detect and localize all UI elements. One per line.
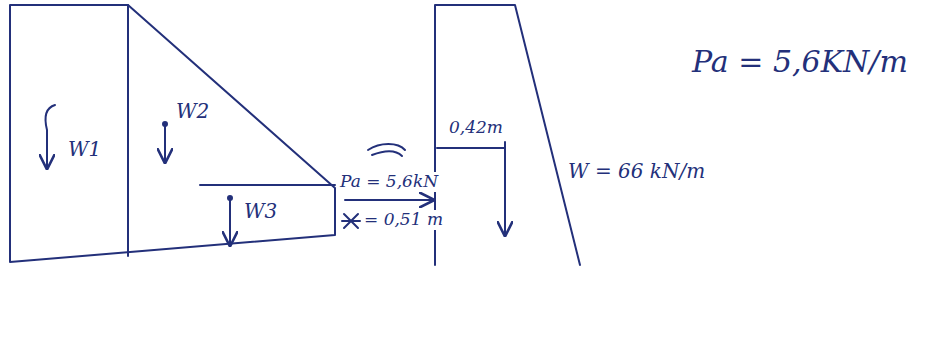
dimension-line <box>437 142 505 152</box>
dimension-label: W2 <box>174 100 211 123</box>
resultant-arrow <box>345 199 433 201</box>
dimension-label: W1 <box>66 138 103 161</box>
scribble <box>342 214 360 228</box>
division-line <box>200 184 335 186</box>
weight-arrow <box>164 124 166 162</box>
weight-arrow <box>229 198 231 245</box>
centroid-dot <box>163 122 167 126</box>
dimension-label: = 0,51 m <box>362 210 445 230</box>
scribble <box>368 144 405 156</box>
dimension-label: W3 <box>242 200 279 223</box>
weight-arrow <box>46 105 55 168</box>
wall-outline <box>10 5 335 262</box>
centroid-dot <box>228 196 232 200</box>
division-line <box>127 5 129 256</box>
dimension-label: 0,42m <box>447 118 505 138</box>
dimension-label: Pa = 5,6kN <box>338 172 440 192</box>
dimension-label: W = 66 kN/m <box>566 160 707 183</box>
dimension-label: Pa = 5,6KN/m <box>690 45 910 80</box>
weight-arrow <box>504 150 506 235</box>
wall-outline <box>435 5 580 265</box>
